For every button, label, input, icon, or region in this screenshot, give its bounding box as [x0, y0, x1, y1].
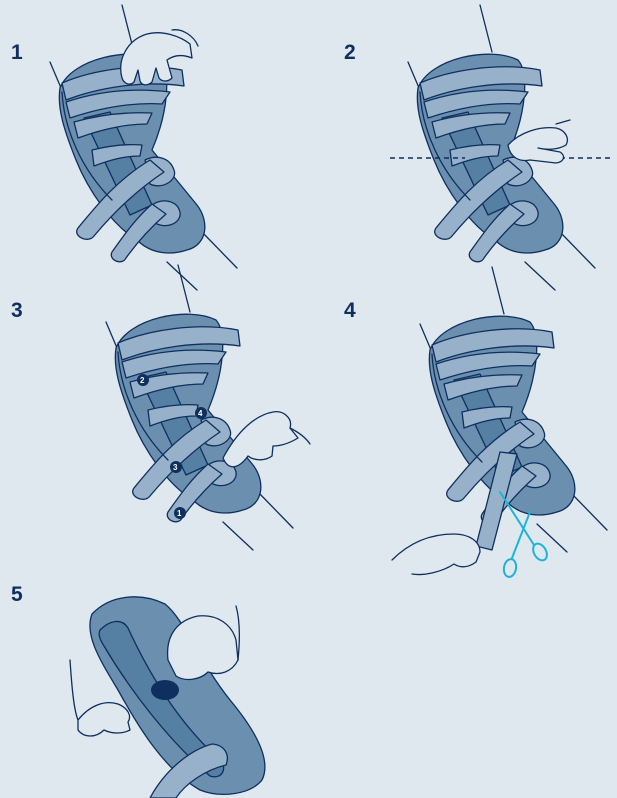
strap-marker-1: 1: [177, 509, 182, 518]
strap-marker-2: 2: [140, 376, 145, 385]
strap-marker-3: 3: [173, 463, 178, 472]
strap-marker-4: 4: [198, 409, 203, 418]
